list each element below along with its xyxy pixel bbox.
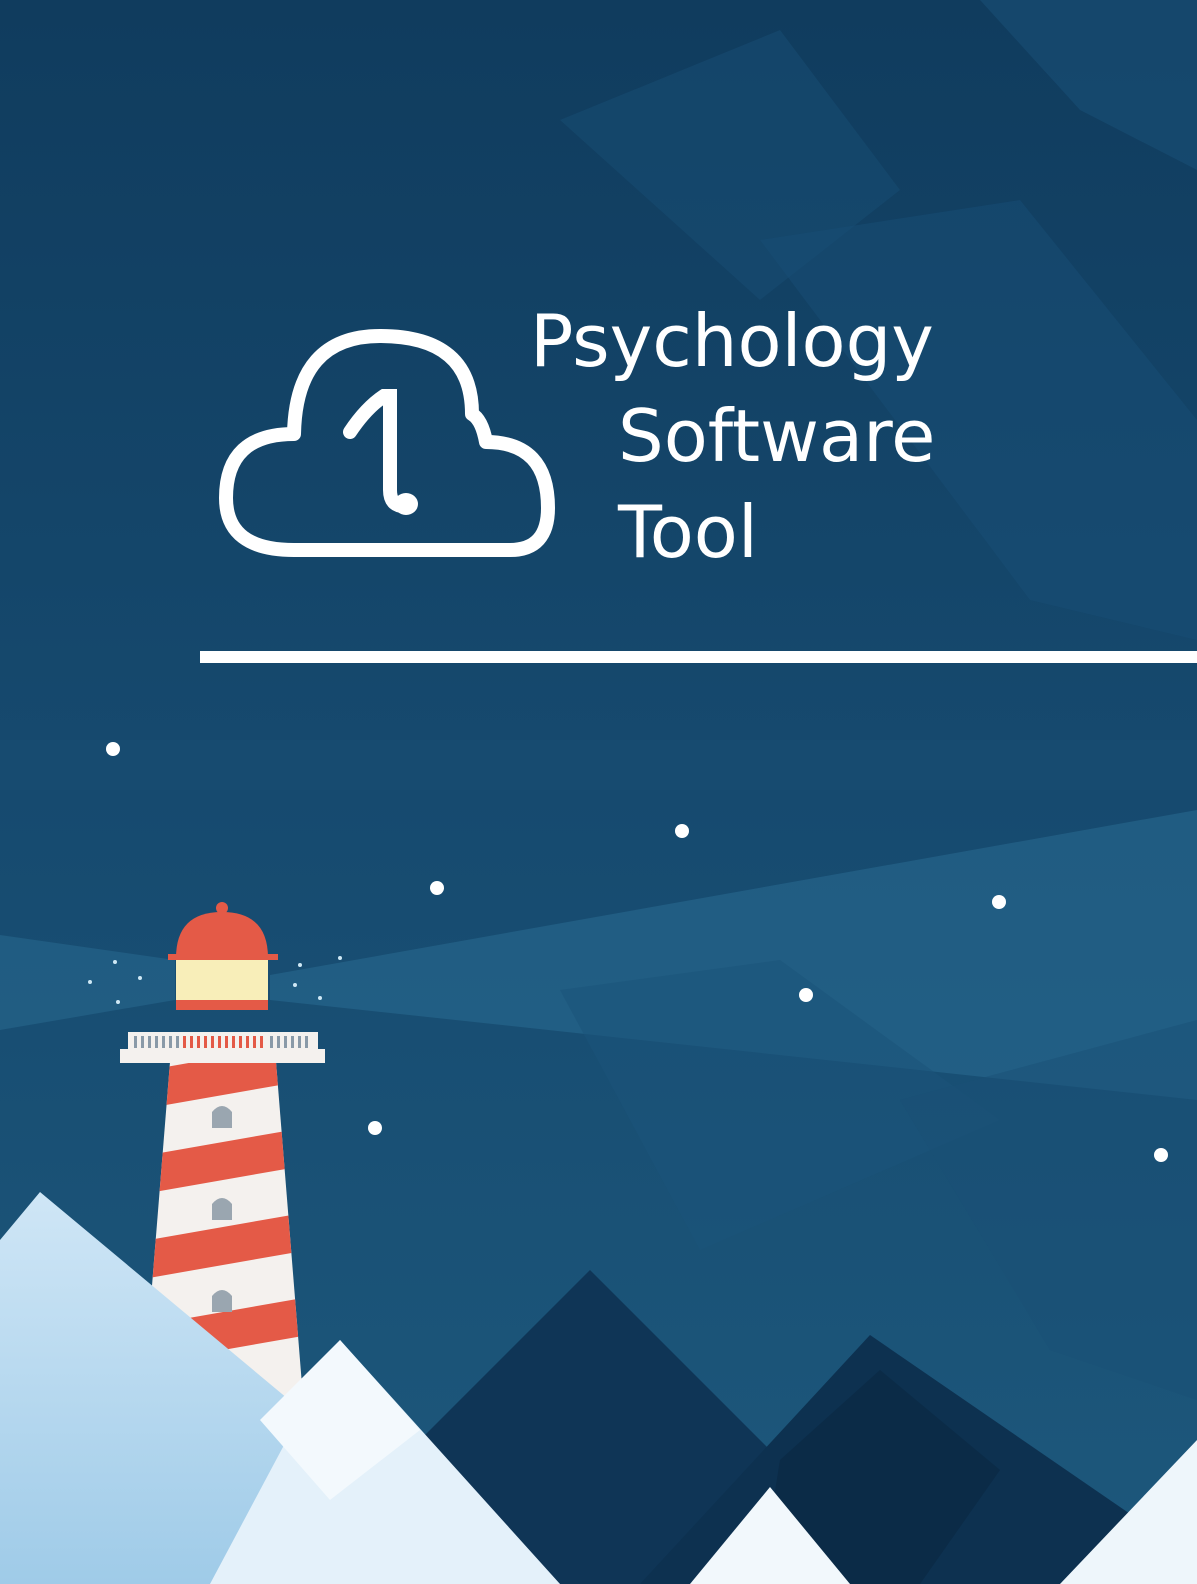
star — [799, 988, 813, 1002]
sky-facet — [560, 960, 1000, 1250]
sky-facet — [900, 1020, 1197, 1400]
snow-hill — [0, 1192, 560, 1584]
dark-mountain — [760, 1370, 1000, 1584]
sky-facet — [760, 200, 1197, 640]
sky-facet — [980, 0, 1197, 170]
title-line-2: Software — [618, 394, 936, 478]
horizon-band — [0, 740, 1197, 790]
snow-hill — [210, 1340, 560, 1584]
title-line-3: Tool — [618, 490, 758, 574]
cloud-note-icon — [219, 329, 555, 557]
lighthouse — [88, 902, 342, 1410]
star — [992, 895, 1006, 909]
lighthouse-windows — [212, 1106, 232, 1312]
title-divider — [200, 651, 1197, 663]
lighthouse-lamp — [176, 960, 268, 1002]
star — [1154, 1148, 1168, 1162]
star — [106, 742, 120, 756]
snow-hill-shade — [260, 1340, 420, 1500]
title-line-1: Psychology — [530, 299, 934, 383]
lighthouse-gallery — [120, 1049, 325, 1063]
snow-peak — [690, 1487, 850, 1584]
star — [368, 1121, 382, 1135]
star — [430, 881, 444, 895]
snow-peak — [1060, 1440, 1197, 1584]
brand-block: Psychology Software Tool — [0, 0, 1197, 680]
light-beam — [270, 810, 1197, 1100]
stars — [106, 742, 1168, 1162]
star — [675, 824, 689, 838]
light-beam-left — [0, 935, 175, 1030]
lighthouse-dome — [176, 912, 268, 958]
